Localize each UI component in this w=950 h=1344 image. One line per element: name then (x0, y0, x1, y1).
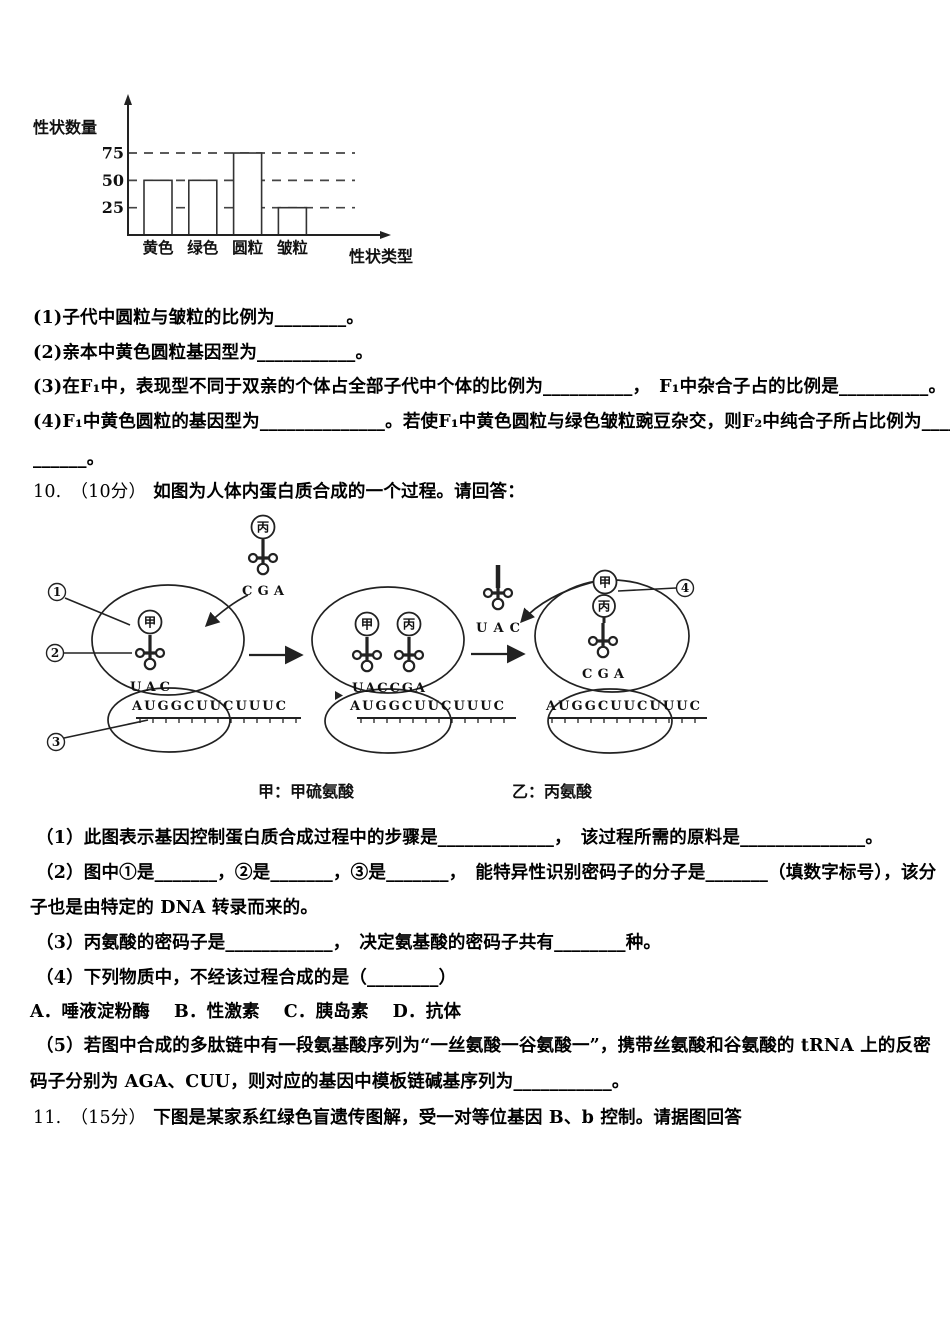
q9-line-3: (3)在F₁中，表现型不同于双亲的个体占全部子代中个体的比例为_________… (33, 377, 947, 397)
trna-icon (482, 573, 514, 611)
q9-line-1: (1)子代中圆粒与皱粒的比例为________。 (33, 308, 365, 328)
y-axis-arrow-icon (124, 94, 132, 105)
svg-text:2: 2 (51, 646, 59, 660)
svg-text:绿色: 绿色 (187, 238, 219, 257)
amino-acid-jia: 甲 (144, 615, 157, 630)
q10-points: （10分） (70, 482, 147, 502)
ribosome-panel-1 (91, 584, 245, 753)
mrna-strand-2: A U G G C U U C U U U C (349, 699, 516, 723)
svg-text:黄色: 黄色 (142, 238, 174, 257)
x-axis-arrow-icon (380, 231, 391, 239)
q11-header: 11. （15分） 下图是某家系红绿色盲遗传图解，受一对等位基因 B、b 控制。请据… (33, 1107, 742, 1129)
amino-acid-bing: 丙 (403, 617, 416, 632)
q10-sub-2: （2）图中①是_______，②是_______，③是_______， 能特异性… (36, 863, 937, 883)
ribosome-move-arrow-icon (335, 691, 343, 700)
q10-sub-4: （4）下列物质中，不经该过程合成的是（________） (36, 968, 457, 988)
q10-options: A．唾液淀粉酶 B．性激素 C．胰岛素 D．抗体 (30, 1002, 462, 1022)
q9-line-5: ______。 (33, 449, 105, 469)
protein-synthesis-diagram: 丙 C G A 甲 U A C A U G G C U U C U U U C … (45, 514, 707, 801)
q10-sub-5: （5）若图中合成的多肽链中有一段氨基酸序列为“一丝氨酸一谷氨酸一”，携带丝氨酸和… (36, 1036, 931, 1056)
amino-acid-bing: 丙 (598, 599, 611, 614)
trna-icon (134, 633, 166, 671)
incoming-trna-bing: 丙 C G A (242, 514, 285, 599)
svg-text:25: 25 (102, 198, 124, 217)
trna-icon (393, 635, 425, 673)
anticodon-cga: C G A (242, 584, 285, 599)
released-trna-uac: U A C (476, 565, 520, 636)
svg-text:50: 50 (102, 171, 124, 190)
marker-1: 1 (47, 582, 131, 626)
amino-acid-bing: 丙 (257, 520, 270, 535)
trna-icon (351, 635, 383, 673)
trna-entry-arrow (204, 594, 249, 627)
trna-exit-arrow (520, 581, 594, 624)
svg-text:75: 75 (102, 144, 124, 163)
svg-text:4: 4 (681, 581, 689, 595)
q9-line-4: (4)F₁中黄色圆粒的基因型为______________。若使F₁中黄色圆粒与… (33, 412, 950, 432)
q9-line-2: (2)亲本中黄色圆粒基因型为___________。 (33, 343, 374, 363)
svg-text:皱粒: 皱粒 (276, 238, 309, 257)
anticodon-cga: C G A (582, 667, 625, 682)
x-axis-label: 性状类型 (349, 247, 413, 266)
ribosome-panel-2 (311, 586, 465, 754)
chart-bars (143, 152, 308, 236)
svg-text:圆粒: 圆粒 (232, 238, 264, 257)
trna-icon (247, 538, 279, 576)
svg-text:1: 1 (53, 585, 61, 599)
anticodon-pair-uaccga: U A C C G A (352, 681, 426, 696)
mrna-sequence: A U G G C U U C U U U C (131, 699, 286, 714)
trna-icon (587, 621, 619, 659)
q11-text: 下图是某家系红绿色盲遗传图解，受一对等位基因 B、b 控制。请据图回答 (153, 1108, 742, 1128)
y-axis-label: 性状数量 (33, 118, 97, 137)
q11-points: （15分） (70, 1108, 147, 1128)
anticodon-uac: U A C (476, 621, 520, 636)
q10-sub-1: （1）此图表示基因控制蛋白质合成过程中的步骤是_____________， 该过… (36, 828, 884, 848)
dipeptide-trna-panel-3: 甲 丙 C G A (582, 569, 625, 682)
q10-sub-2-wrap: 子也是由特定的 DNA 转录而来的。 (30, 898, 319, 918)
q10-sub-5-wrap: 码子分别为 AGA、CUU，则对应的基因中模板链碱基序列为___________… (30, 1072, 630, 1092)
trna-jia-panel-2: 甲 (351, 611, 383, 673)
marker-3: 3 (46, 719, 149, 752)
chart-y-tick-labels: 25 50 75 (102, 144, 124, 218)
q10-header: 10. （10分） 如图为人体内蛋白质合成的一个过程。请回答： (33, 481, 525, 503)
q10-sub-3: （3）丙氨酸的密码子是____________， 决定氨基酸的密码子共有____… (36, 933, 662, 953)
marker-4: 4 (617, 578, 695, 598)
mrna-sequence: A U G G C U U C U U U C (349, 699, 504, 714)
q10-number: 10. (33, 482, 62, 502)
caption-yi: 乙：丙氨酸 (512, 782, 593, 801)
mrna-strand-1: A U G G C U U C U U U C (131, 699, 301, 723)
trait-bar-chart: 25 50 75 黄色绿色圆粒皱粒 性状数量 性状类型 (33, 94, 413, 266)
trna-bing-panel-2: 丙 (393, 611, 425, 673)
marker-2: 2 (45, 643, 132, 663)
q10-intro: 如图为人体内蛋白质合成的一个过程。请回答： (153, 482, 525, 502)
trna-jia-panel-1: 甲 U A C (130, 609, 170, 695)
chart-category-labels: 黄色绿色圆粒皱粒 (142, 238, 308, 257)
q11-number: 11. (33, 1108, 62, 1128)
caption-jia: 甲：甲硫氨酸 (258, 782, 355, 801)
anticodon-uac: U A C (130, 680, 170, 695)
amino-acid-jia: 甲 (361, 617, 374, 632)
svg-text:3: 3 (52, 735, 60, 749)
mrna-strand-3: A U G G C U U C U U U C (545, 699, 707, 723)
mrna-sequence: A U G G C U U C U U U C (545, 699, 700, 714)
amino-acid-jia: 甲 (599, 575, 612, 590)
